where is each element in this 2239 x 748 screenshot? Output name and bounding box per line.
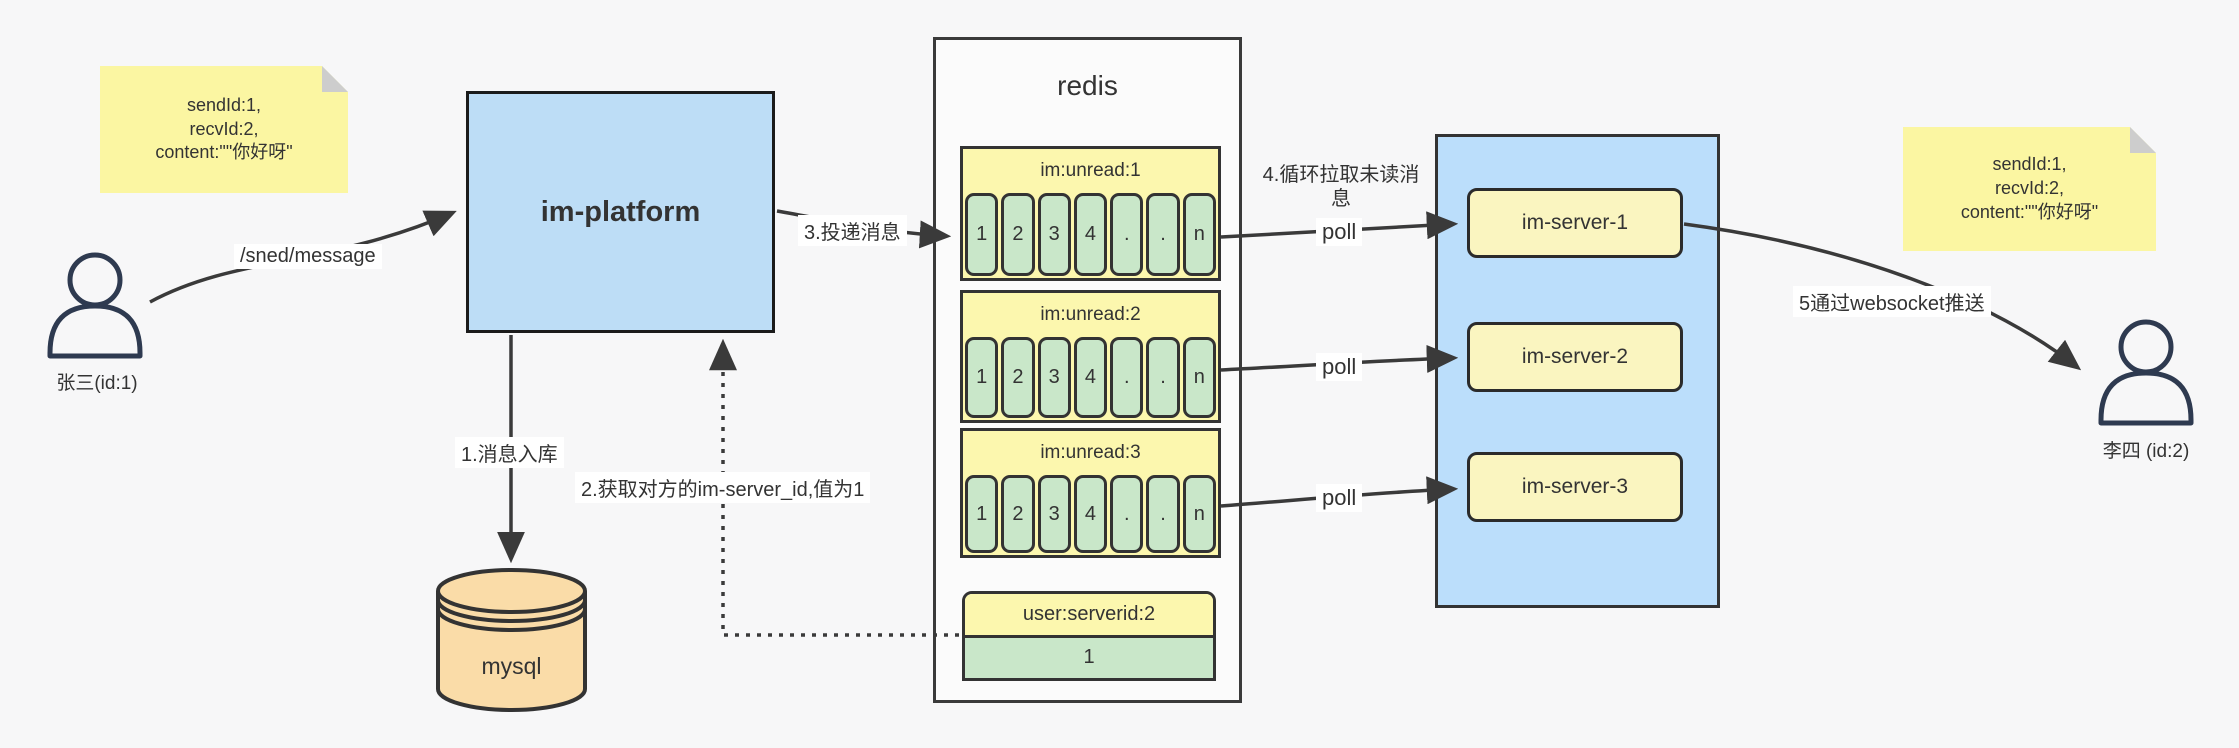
kv-header: user:serverid:2 [965, 594, 1213, 638]
queue-cells: 1 2 3 4 . . n [963, 193, 1218, 278]
edge-send-label: /sned/message [234, 244, 382, 269]
queue-cell: . [1146, 337, 1180, 418]
queue-header: im:unread:1 [1040, 160, 1141, 181]
queue-header: im:unread:2 [1040, 304, 1141, 325]
queue-cell: n [1182, 337, 1216, 418]
redis-title: redis [1057, 70, 1118, 101]
queue-cell: n [1182, 193, 1216, 276]
im-platform-node: im-platform [466, 91, 775, 333]
queue-cell: 4 [1073, 475, 1108, 553]
im-server-1-label: im-server-1 [1521, 211, 1629, 234]
im-server-3-label: im-server-3 [1521, 475, 1629, 498]
edge-step4-label: 4.循环拉取未读消息 [1262, 164, 1420, 210]
queue-cell: . [1146, 475, 1180, 553]
sender-label: 张三(id:1) [56, 373, 138, 394]
queue-cell: n [1182, 475, 1216, 553]
note-line: content:""你好呀" [1960, 201, 2099, 222]
sender-message-note: sendId:1, recvId:2, content:""你好呀" [100, 66, 348, 193]
note-line: recvId:2, [1994, 178, 2065, 199]
queue-header: im:unread:3 [1040, 442, 1141, 463]
edge-step1-label: 1.消息入库 [455, 437, 564, 468]
queue-cells: 1 2 3 4 . . n [963, 337, 1218, 420]
receiver-label: 李四 (id:2) [2102, 441, 2190, 462]
queue-cell: 2 [1001, 337, 1035, 418]
note-fold-icon [2130, 127, 2156, 153]
im-server-3-node: im-server-3 [1467, 452, 1683, 522]
edge-poll3-label: poll [1316, 484, 1363, 512]
queue-cell: 2 [1001, 475, 1035, 553]
queue-im-unread-1: im:unread:1 1 2 3 4 . . n [960, 146, 1221, 281]
queue-cell: 2 [1001, 193, 1035, 276]
queue-cells: 1 2 3 4 . . n [963, 475, 1218, 555]
queue-cell: . [1110, 193, 1144, 276]
queue-cell: 3 [1037, 475, 1071, 553]
queue-cell: 1 [965, 193, 999, 276]
queue-cell: 4 [1073, 337, 1108, 418]
edge-poll2-label: poll [1316, 353, 1363, 381]
mysql-label: mysql [481, 653, 541, 679]
kv-value: 1 [965, 637, 1213, 678]
edge-step5-label: 5通过websocket推送 [1793, 286, 1991, 317]
im-server-1-node: im-server-1 [1467, 188, 1683, 258]
queue-cell: 1 [965, 475, 999, 553]
mysql-node: mysql [436, 568, 587, 712]
note-line: content:""你好呀" [155, 142, 293, 163]
note-line: sendId:1, [186, 94, 262, 115]
redis-container: redis im:unread:1 1 2 3 4 . . n im:unrea… [933, 37, 1242, 703]
queue-cell: . [1110, 337, 1144, 418]
edge-step2-label: 2.获取对方的im-server_id,值为1 [575, 472, 871, 503]
edge-step3-label: 3.投递消息 [798, 215, 907, 246]
queue-cell: 3 [1037, 337, 1071, 418]
im-server-2-node: im-server-2 [1467, 322, 1683, 392]
queue-im-unread-3: im:unread:3 1 2 3 4 . . n [960, 428, 1221, 558]
receiver-user-icon [2098, 319, 2194, 426]
queue-cell: . [1110, 475, 1144, 553]
kv-user-serverid: user:serverid:2 1 [962, 591, 1216, 681]
queue-cell: 3 [1037, 193, 1071, 276]
note-fold-icon [322, 66, 348, 92]
receiver-message-note: sendId:1, recvId:2, content:""你好呀" [1903, 127, 2156, 251]
queue-cell: . [1146, 193, 1180, 276]
note-line: recvId:2, [189, 118, 259, 139]
sender-user-icon [47, 252, 143, 359]
im-server-2-label: im-server-2 [1521, 345, 1629, 368]
im-platform-label: im-platform [540, 195, 701, 228]
edge-poll1-label: poll [1316, 218, 1363, 246]
queue-cell: 1 [965, 337, 999, 418]
note-line: sendId:1, [1992, 154, 2067, 175]
queue-cell: 4 [1073, 193, 1108, 276]
queue-im-unread-2: im:unread:2 1 2 3 4 . . n [960, 290, 1221, 423]
